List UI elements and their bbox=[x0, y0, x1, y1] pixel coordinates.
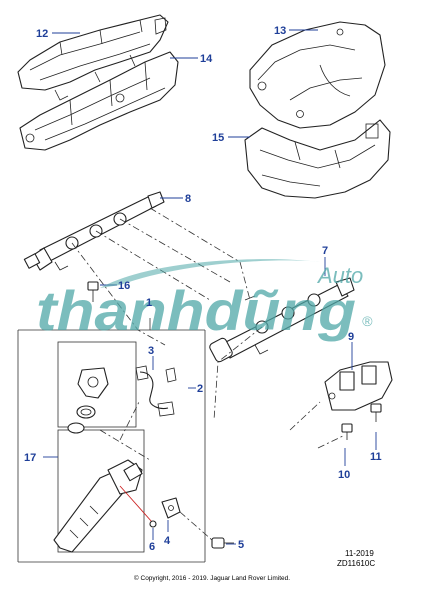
fuel-injector bbox=[53, 459, 157, 553]
alignment-lines bbox=[71, 207, 346, 541]
part-9-sensor-bracket bbox=[324, 361, 393, 411]
part-7-fuel-rail-right bbox=[209, 277, 355, 363]
part-8-fuel-rail-left bbox=[23, 191, 165, 271]
injector-seal-kit bbox=[67, 367, 109, 434]
callout-17: 17 bbox=[24, 452, 36, 464]
part-10-bolt bbox=[341, 423, 353, 440]
watermark: Auto thanhdũng ® bbox=[36, 259, 373, 342]
part-15-cover-bracket bbox=[244, 119, 391, 199]
part-14-lower-manifold bbox=[19, 51, 179, 151]
part-11-bolt bbox=[370, 403, 382, 422]
assembly-outline-1 bbox=[17, 318, 206, 563]
callout-14: 14 bbox=[200, 53, 213, 65]
callout-3: 3 bbox=[148, 345, 154, 357]
diagram-date: 11-2019 bbox=[345, 549, 374, 558]
part-4-clamp bbox=[161, 497, 181, 519]
callout-5: 5 bbox=[238, 539, 244, 551]
callout-8: 8 bbox=[185, 193, 191, 205]
callout-11: 11 bbox=[370, 451, 382, 463]
diagram-reference: ZD11610C bbox=[337, 559, 375, 568]
callout-10: 10 bbox=[338, 469, 350, 481]
callout-1: 1 bbox=[146, 297, 152, 309]
callout-labels: 12 14 13 15 8 7 9 10 11 16 1 3 2 17 4 6 … bbox=[24, 25, 382, 553]
watermark-brand: thanhdũng bbox=[36, 279, 356, 342]
callout-6: 6 bbox=[149, 541, 155, 553]
callout-4: 4 bbox=[164, 535, 171, 547]
part-13-engine-cover bbox=[249, 21, 386, 129]
callout-7: 7 bbox=[322, 245, 328, 257]
part-12-upper-cover bbox=[17, 14, 169, 91]
part-16-bolt bbox=[87, 281, 99, 302]
watermark-registered-mark: ® bbox=[362, 313, 373, 329]
callout-15: 15 bbox=[212, 132, 224, 144]
copyright-notice: © Copyright, 2016 - 2019. Jaguar Land Ro… bbox=[134, 574, 290, 582]
assembly-outline-17 bbox=[57, 341, 145, 553]
callout-13: 13 bbox=[274, 25, 286, 37]
watermark-suffix: Auto bbox=[316, 263, 363, 288]
part-5-bolt bbox=[211, 537, 234, 549]
callout-9: 9 bbox=[348, 331, 354, 343]
callout-2: 2 bbox=[197, 383, 203, 395]
callout-16: 16 bbox=[118, 280, 130, 292]
part-3-fuel-pipe bbox=[135, 365, 177, 417]
callout-12: 12 bbox=[36, 28, 48, 40]
